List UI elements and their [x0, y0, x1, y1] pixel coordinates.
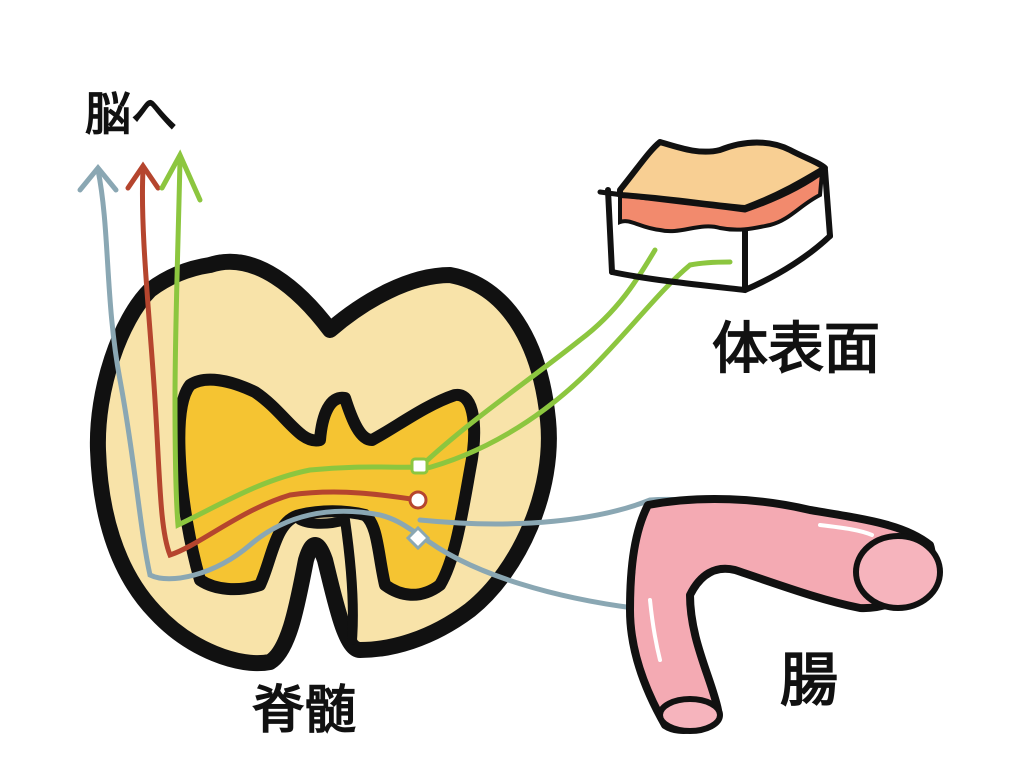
green-node — [410, 457, 429, 475]
label-intestine: 腸 — [780, 646, 838, 714]
red-arrowhead — [125, 161, 161, 191]
blue-fiber-visceral-1 — [417, 532, 653, 613]
blue-fiber-ascending — [95, 167, 423, 582]
label-spinal-cord: 脊髄 — [252, 681, 356, 741]
intestine-highlight — [818, 523, 874, 537]
neuron-nodes — [405, 457, 431, 551]
green-fiber-skin-2 — [417, 259, 733, 473]
ventral-fissure — [295, 513, 358, 645]
red-node — [408, 490, 428, 510]
green-fiber-skin-1 — [417, 247, 658, 470]
green-fiber-ascending — [172, 157, 423, 529]
skin-surface-line — [597, 167, 828, 213]
nerve-fibers — [77, 149, 833, 613]
intestine-body — [626, 495, 936, 734]
skin-bottom — [609, 233, 833, 294]
intestine-opening-right — [853, 533, 943, 611]
red-fiber — [139, 167, 421, 559]
skin-side-back — [822, 167, 833, 239]
label-body-surface: 体表面 — [712, 317, 880, 382]
blue-arrowhead — [77, 164, 119, 193]
skin-block — [597, 139, 833, 294]
intestine-opening-bottom — [657, 696, 723, 734]
label-to-brain: 脳へ — [85, 87, 177, 141]
spinal-cord — [89, 253, 557, 672]
blue-node — [405, 525, 431, 551]
green-arrowhead — [159, 149, 203, 203]
intestine — [626, 495, 943, 734]
intestine-highlight-2 — [648, 598, 662, 662]
skin-side-left — [605, 187, 615, 275]
